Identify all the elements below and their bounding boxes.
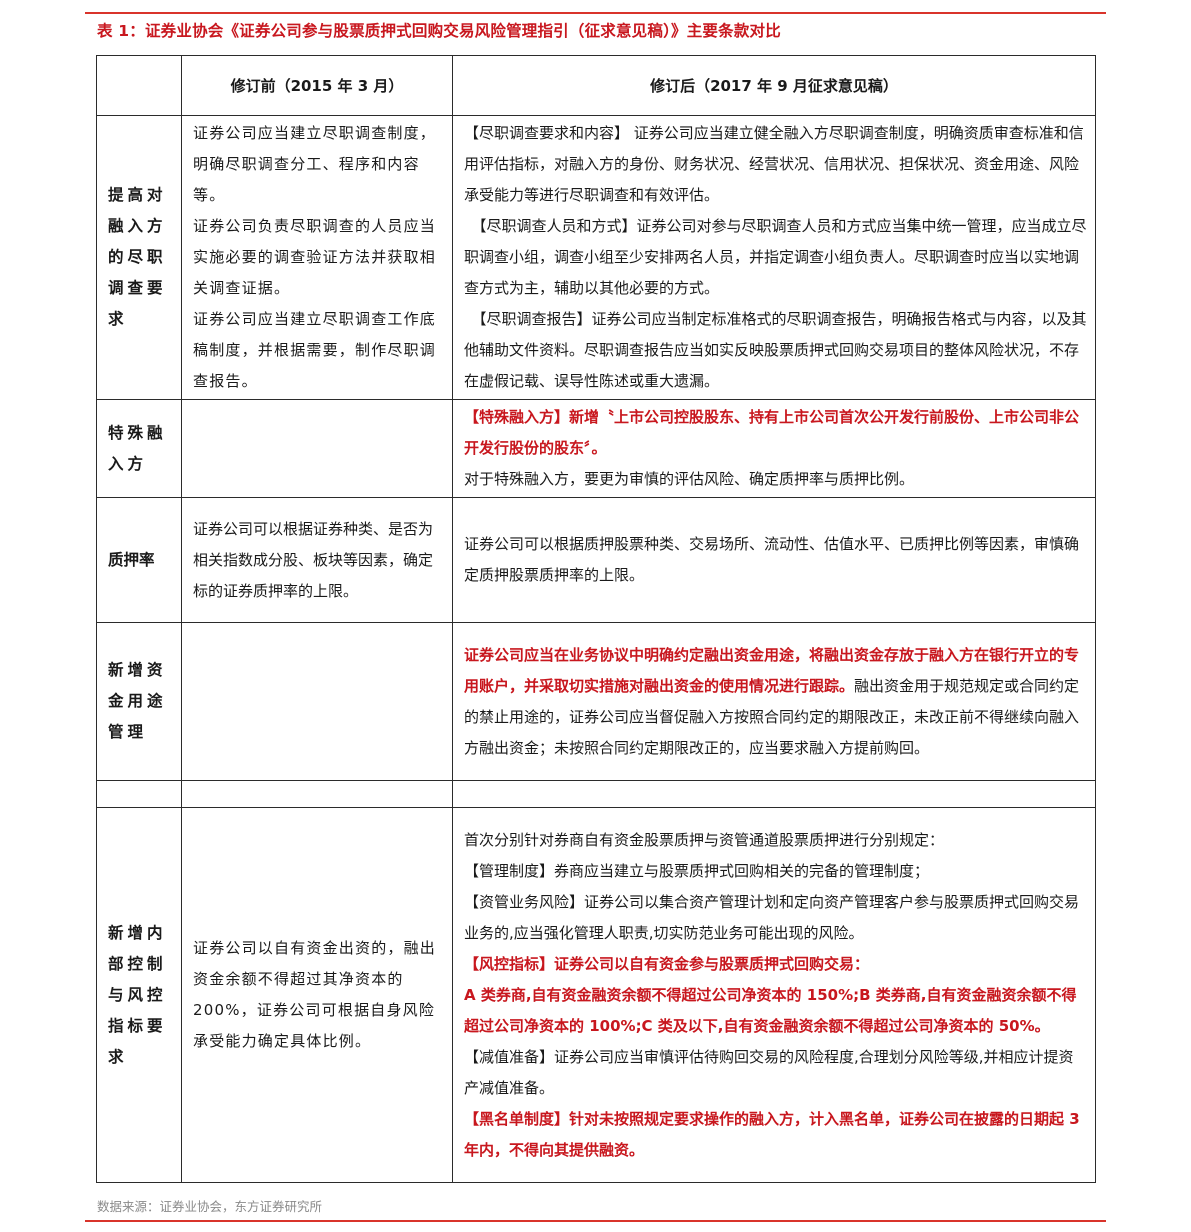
row-label: 新增内部控制与风控指标要求 (96, 807, 182, 1183)
after-paragraph: 对于特殊融入方，要更为审慎的评估风险、确定质押率与质押比例。 (464, 470, 915, 488)
after-cell: 证券公司可以根据质押股票种类、交易场所、流动性、估值水平、已质押比例等因素，审慎… (452, 497, 1096, 623)
header-before: 修订前（2015 年 3 月） (181, 55, 453, 116)
after-paragraph: 【尽职调查要求和内容】 证券公司应当建立健全融入方尽职调查制度，明确资质审查标准… (464, 124, 1084, 204)
after-paragraph: 【尽职调查报告】证券公司应当制定标准格式的尽职调查报告，明确报告格式与内容，以及… (464, 310, 1087, 390)
empty-cell (452, 780, 1096, 808)
table-row: 提高对融入方的尽职调查要求 证券公司应当建立尽职调查制度，明确尽职调查分工、程序… (96, 115, 1096, 400)
header-cell-empty (96, 55, 182, 116)
table-row-empty (96, 780, 1096, 808)
row-label: 新增资金用途管理 (96, 622, 182, 781)
table-row: 特殊融入方 【特殊融入方】新增〝上市公司控股股东、持有上市公司首次公开发行前股份… (96, 399, 1096, 498)
before-cell: 证券公司应当建立尽职调查制度，明确尽职调查分工、程序和内容等。 证券公司负责尽职… (181, 115, 453, 400)
after-paragraph: 证券公司应当在业务协议中明确约定融出资金用途，将融出资金存放于融入方在银行开立的… (464, 640, 1087, 764)
row-label: 特殊融入方 (96, 399, 182, 498)
after-cell: 首次分别针对券商自有资金股票质押与资管通道股票质押进行分别规定： 【管理制度】券… (452, 807, 1096, 1183)
before-cell-empty (181, 399, 453, 498)
row-label: 质押率 (96, 497, 182, 623)
after-cell: 【特殊融入方】新增〝上市公司控股股东、持有上市公司首次公开发行前股份、上市公司非… (452, 399, 1096, 498)
after-paragraph: 首次分别针对券商自有资金股票质押与资管通道股票质押进行分别规定： (464, 830, 945, 849)
before-paragraph: 证券公司可以根据证券种类、是否为相关指数成分股、板块等因素，确定标的证券质押率的… (193, 519, 434, 600)
before-cell: 证券公司以自有资金出资的，融出资金余额不得超过其净资本的 200%，证券公司可根… (181, 807, 453, 1183)
after-paragraph-highlight: A 类券商,自有资金融资余额不得超过公司净资本的 150%;B 类券商,自有资金… (464, 985, 1077, 1035)
after-paragraph-highlight: 【特殊融入方】新增〝上市公司控股股东、持有上市公司首次公开发行前股份、上市公司非… (464, 408, 1080, 457)
after-text-highlight: 证券公司应当在业务协议中明确约定融出资金用途，将融出资金存放于融入方在银行开立的… (464, 645, 1080, 695)
after-paragraph: 【尽职调查人员和方式】证券公司对参与尽职调查人员和方式应当集中统一管理，应当成立… (464, 217, 1087, 297)
top-rule (85, 12, 1106, 14)
before-paragraph: 证券公司负责尽职调查的人员应当实施必要的调查验证方法并获取相关调查证据。 (193, 217, 437, 297)
table-row: 新增内部控制与风控指标要求 证券公司以自有资金出资的，融出资金余额不得超过其净资… (96, 807, 1096, 1183)
row-label: 提高对融入方的尽职调查要求 (96, 115, 182, 400)
empty-cell (181, 780, 453, 808)
before-paragraph: 证券公司以自有资金出资的，融出资金余额不得超过其净资本的 200%，证券公司可根… (193, 939, 437, 1050)
before-paragraph: 证券公司应当建立尽职调查制度，明确尽职调查分工、程序和内容等。 (193, 124, 437, 204)
before-cell: 证券公司可以根据证券种类、是否为相关指数成分股、板块等因素，确定标的证券质押率的… (181, 497, 453, 623)
table-title: 表 1：证券业协会《证券公司参与股票质押式回购交易风险管理指引（征求意见稿）》主… (97, 22, 781, 40)
header-after: 修订后（2017 年 9 月征求意见稿） (452, 55, 1096, 116)
before-paragraph: 证券公司应当建立尽职调查工作底稿制度，并根据需要，制作尽职调查报告。 (193, 310, 437, 390)
after-cell: 证券公司应当在业务协议中明确约定融出资金用途，将融出资金存放于融入方在银行开立的… (452, 622, 1096, 781)
table-row: 质押率 证券公司可以根据证券种类、是否为相关指数成分股、板块等因素，确定标的证券… (96, 497, 1096, 623)
after-paragraph: 【减值准备】证券公司应当审慎评估待购回交易的风险程度,合理划分风险等级,并相应计… (464, 1047, 1074, 1097)
after-paragraph-highlight: 【黑名单制度】针对未按照规定要求操作的融入方，计入黑名单，证券公司在披露的日期起… (464, 1109, 1080, 1159)
table-row: 新增资金用途管理 证券公司应当在业务协议中明确约定融出资金用途，将融出资金存放于… (96, 622, 1096, 781)
bottom-rule (85, 1220, 1106, 1222)
comparison-table: 修订前（2015 年 3 月） 修订后（2017 年 9 月征求意见稿） 提高对… (96, 55, 1096, 1183)
after-paragraph: 证券公司可以根据质押股票种类、交易场所、流动性、估值水平、已质押比例等因素，审慎… (464, 535, 1080, 584)
before-cell-empty (181, 622, 453, 781)
after-cell: 【尽职调查要求和内容】 证券公司应当建立健全融入方尽职调查制度，明确资质审查标准… (452, 115, 1096, 400)
after-paragraph-highlight: 【风控指标】证券公司以自有资金参与股票质押式回购交易： (464, 954, 870, 973)
after-paragraph: 【资管业务风险】证券公司以集合资产管理计划和定向资产管理客户参与股票质押式回购交… (464, 892, 1080, 942)
after-text: 融出资金用于规范规定或合同约定的禁止用途的，证券公司应当督促融入方按照合同约定的… (464, 676, 1080, 757)
table-header-row: 修订前（2015 年 3 月） 修订后（2017 年 9 月征求意见稿） (96, 55, 1096, 116)
after-paragraph: 【管理制度】券商应当建立与股票质押式回购相关的完备的管理制度； (464, 861, 930, 880)
empty-cell (96, 780, 182, 808)
data-source-note: 数据来源：证券业协会，东方证券研究所 (97, 1199, 323, 1214)
